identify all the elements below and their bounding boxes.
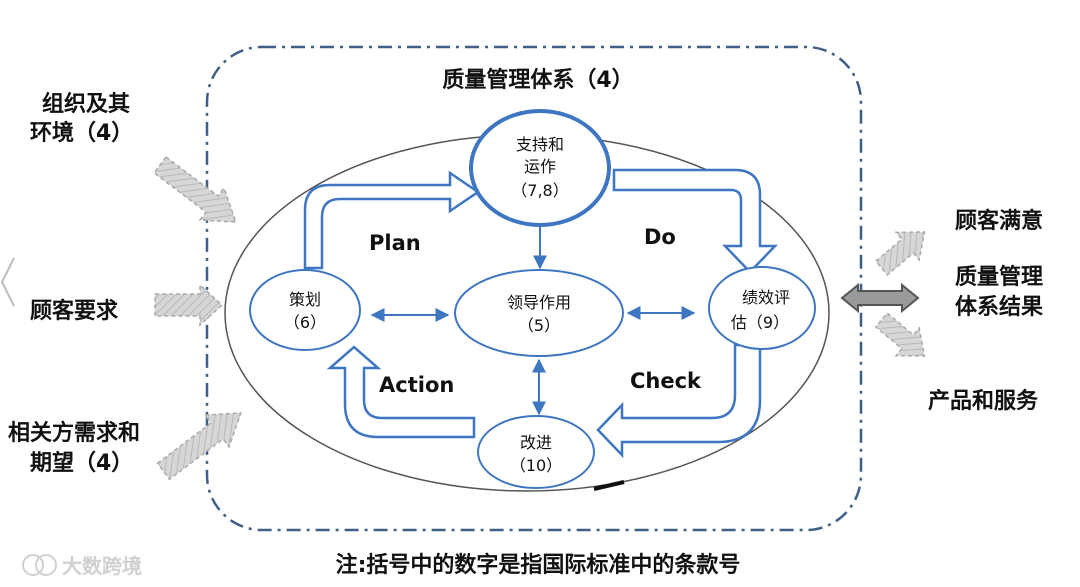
customer-requirements-label: 顾客要求 [30, 298, 118, 324]
system-boundary [205, 45, 863, 532]
action-flow-arrow [326, 345, 476, 439]
watermark-logo-icon [22, 554, 57, 576]
planning-node [249, 269, 361, 351]
products-output-arrow [874, 312, 926, 357]
customer-input-arrow [154, 283, 224, 327]
support-node-line2: 运作 [524, 157, 556, 176]
support-node [469, 109, 611, 227]
plan-flow-arrow [303, 170, 481, 270]
evaluation-node-line1: 绩效评 [742, 288, 790, 307]
interested-parties-line1: 相关方需求和 [8, 420, 140, 446]
org-input-arrow [152, 155, 238, 223]
planning-node-clause: （6） [284, 313, 326, 332]
pdca-do-label: Do [644, 225, 676, 249]
improvement-node-clause: （10） [510, 456, 562, 475]
improvement-node [477, 415, 595, 489]
chevron-left-icon[interactable] [0, 257, 15, 307]
leadership-node-clause: （5） [518, 316, 560, 335]
result-output-arrow [840, 282, 920, 314]
org-env-line1: 组织及其 [42, 91, 130, 117]
pdca-plan-label: Plan [369, 231, 421, 255]
ellipse-mark [593, 480, 625, 491]
qms-results-line1: 质量管理 [955, 264, 1043, 290]
leadership-node [454, 269, 624, 357]
pdca-check-label: Check [630, 369, 702, 393]
interested-parties-line2: 期望（4） [30, 451, 133, 476]
evaluation-node [708, 266, 816, 350]
satisfaction-output-arrow [874, 231, 926, 276]
pdca-action-label: Action [379, 373, 454, 397]
qms-results-line2: 体系结果 [955, 294, 1043, 320]
do-flow-arrow [612, 168, 778, 274]
footnote: 注:括号中的数字是指国际标准中的条款号 [336, 552, 741, 578]
improvement-node-label: 改进 [520, 433, 552, 452]
watermark-text: 大数跨境 [62, 554, 142, 578]
check-flow-arrow [596, 343, 762, 459]
evaluation-node-line2: 估（9） [731, 313, 789, 332]
planning-node-label: 策划 [289, 290, 321, 309]
leadership-node-label: 领导作用 [507, 293, 571, 312]
products-services-label: 产品和服务 [928, 389, 1039, 414]
system-title: 质量管理体系（4） [442, 67, 633, 93]
customer-satisfaction-label: 顾客满意 [955, 208, 1043, 234]
support-node-line1: 支持和 [516, 135, 564, 154]
support-node-clause: （7,8） [511, 181, 568, 200]
org-env-line2: 环境（4） [30, 120, 133, 146]
party-input-arrow [156, 412, 243, 481]
